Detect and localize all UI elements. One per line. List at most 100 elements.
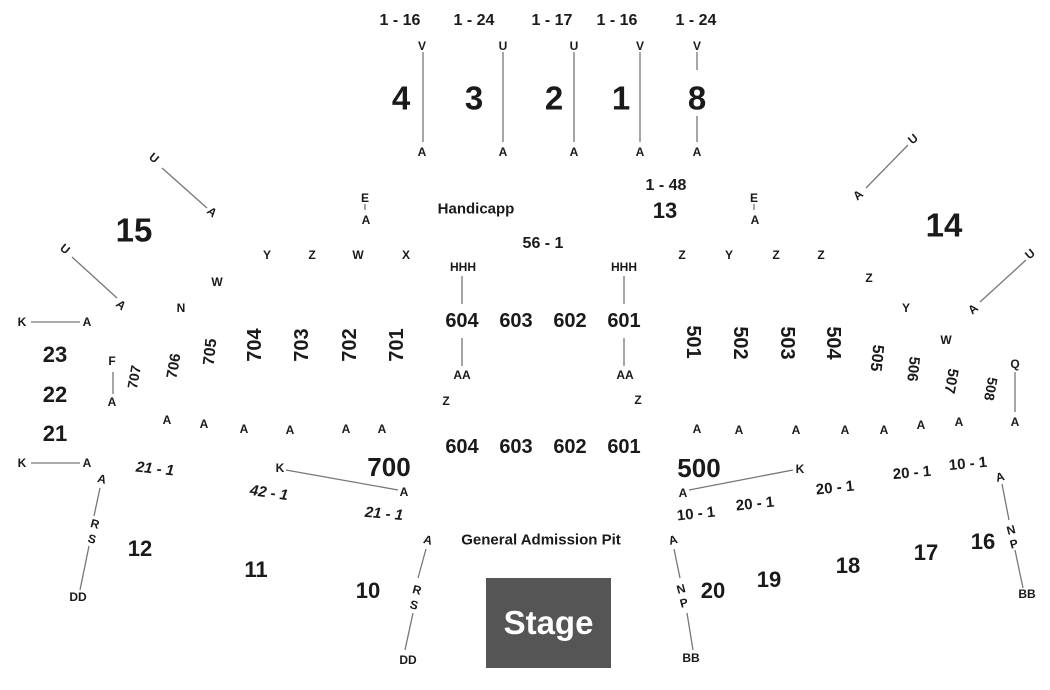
section-4[interactable]: 4 [391, 79, 411, 117]
row-letter: A [692, 145, 702, 159]
row-letter: HHH [611, 260, 637, 274]
section-3[interactable]: 3 [464, 79, 484, 117]
row-letter: W [211, 275, 223, 289]
row-letter: BB [1018, 587, 1036, 601]
row-line [285, 469, 399, 491]
row-letter: DD [399, 653, 417, 667]
row-letter: A [107, 395, 117, 409]
row-letter: U [569, 39, 579, 53]
section-14[interactable]: 14 [925, 206, 963, 244]
row-letter: A [692, 422, 702, 436]
row-letter: F [108, 354, 116, 368]
seat-range: 10 - 1 [676, 503, 716, 525]
section-22[interactable]: 22 [42, 382, 68, 407]
section-12[interactable]: 12 [127, 536, 153, 561]
section-20[interactable]: 20 [700, 578, 726, 603]
row-letter: A [82, 315, 92, 329]
row-letter: Q [1010, 357, 1020, 371]
section-2[interactable]: 2 [544, 79, 564, 117]
section-1[interactable]: 1 [611, 79, 631, 117]
section-500[interactable]: 500 [677, 453, 721, 483]
section-10[interactable]: 10 [355, 578, 381, 603]
section-23[interactable]: 23 [42, 342, 68, 367]
section-701[interactable]: 701 [386, 328, 408, 362]
section-505[interactable]: 505 [866, 343, 887, 373]
section-502[interactable]: 502 [729, 326, 751, 360]
row-letter: BB [682, 651, 700, 665]
row-letter: A [750, 213, 760, 227]
row-letter: K [795, 462, 805, 476]
section-508[interactable]: 508 [981, 376, 1001, 402]
section-504[interactable]: 504 [822, 326, 844, 360]
section-603-lower[interactable]: 603 [499, 436, 533, 458]
row-letter: Z [442, 394, 450, 408]
row-letter: AA [616, 368, 634, 382]
section-18[interactable]: 18 [835, 553, 861, 578]
section-601[interactable]: 601 [607, 310, 641, 332]
row-letter: Z [817, 248, 825, 262]
seat-range-3: 1 - 24 [453, 12, 495, 29]
row-letter: W [352, 248, 364, 262]
section-19[interactable]: 19 [756, 567, 782, 592]
section-700[interactable]: 700 [367, 452, 411, 482]
section-11[interactable]: 11 [244, 557, 268, 582]
section-16[interactable]: 16 [970, 529, 996, 554]
row-letter: Z [772, 248, 780, 262]
row-letter: N [176, 301, 186, 315]
stage: Stage [486, 578, 611, 668]
seat-range: 20 - 1 [735, 493, 775, 515]
row-letter: A [417, 145, 427, 159]
row-line [1014, 549, 1024, 589]
row-line [79, 545, 90, 591]
section-702[interactable]: 702 [339, 328, 361, 362]
section-507[interactable]: 507 [940, 367, 962, 395]
row-letter: A [840, 423, 850, 437]
row-line [979, 259, 1027, 303]
section-602[interactable]: 602 [553, 310, 587, 332]
handicap-label: Handicapp [437, 200, 515, 218]
seat-range-8: 1 - 24 [675, 12, 717, 29]
row-letter: A [791, 423, 801, 437]
row-letter: K [17, 456, 27, 470]
section-703[interactable]: 703 [291, 328, 313, 362]
seat-range-13: 1 - 48 [645, 177, 687, 194]
section-13[interactable]: 13 [652, 198, 678, 223]
section-603[interactable]: 603 [499, 310, 533, 332]
section-704[interactable]: 704 [244, 328, 266, 362]
section-17[interactable]: 17 [913, 540, 939, 565]
section-602-lower[interactable]: 602 [553, 436, 587, 458]
section-21[interactable]: 21 [42, 421, 68, 446]
section-705[interactable]: 705 [200, 337, 221, 367]
row-letter: A [678, 486, 688, 500]
row-line [865, 144, 909, 189]
section-8[interactable]: 8 [687, 79, 707, 117]
row-line [404, 612, 414, 651]
section-501[interactable]: 501 [682, 325, 704, 359]
row-line [93, 487, 101, 517]
row-line [161, 167, 208, 209]
row-letter: A [635, 145, 645, 159]
section-503[interactable]: 503 [776, 326, 798, 360]
row-letter: V [417, 39, 427, 53]
section-707[interactable]: 707 [124, 364, 144, 390]
row-letter: V [635, 39, 645, 53]
row-letter: A [916, 418, 926, 432]
row-letter: A [879, 423, 889, 437]
section-604[interactable]: 604 [445, 310, 479, 332]
section-706[interactable]: 706 [163, 352, 185, 380]
row-letter: A [82, 456, 92, 470]
section-506[interactable]: 506 [903, 355, 923, 383]
row-letter: V [692, 39, 702, 53]
row-letter: A [377, 422, 387, 436]
row-letter: A [239, 422, 249, 436]
row-letter: Y [901, 301, 911, 315]
row-letter: K [17, 315, 27, 329]
section-604-lower[interactable]: 604 [445, 436, 479, 458]
row-letter: A [162, 413, 172, 427]
section-15[interactable]: 15 [115, 211, 153, 249]
row-letter: A [361, 213, 371, 227]
general-admission-pit[interactable]: General Admission Pit [461, 531, 621, 549]
section-601-lower[interactable]: 601 [607, 436, 641, 458]
seat-range-2: 1 - 17 [531, 12, 573, 29]
